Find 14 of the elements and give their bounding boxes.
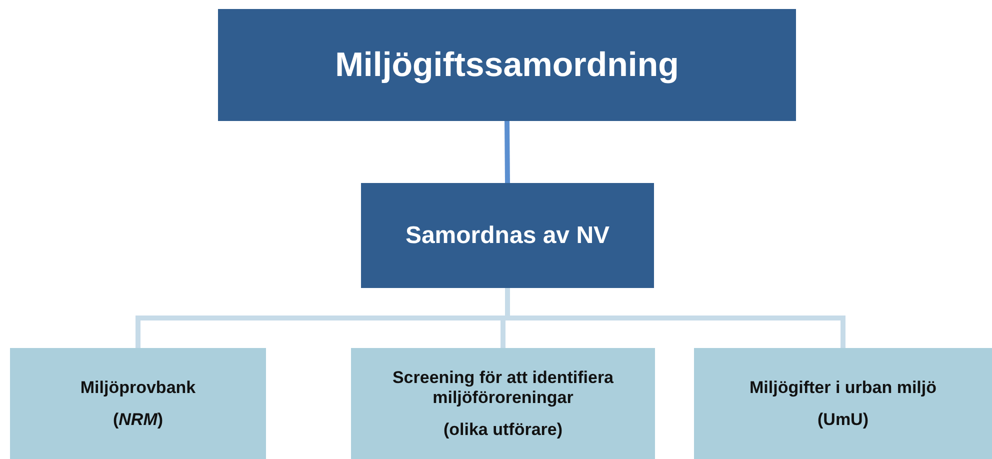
node-label: Samordnas av NV <box>405 222 610 250</box>
process-box <box>694 348 992 459</box>
node-subtext: (NRM) <box>112 410 164 430</box>
node-label: Miljögiftssamordning <box>335 46 679 84</box>
node-subtext: (UmU) <box>818 410 868 430</box>
node-subtext: (olika utförare) <box>443 420 563 440</box>
node-label: Miljögifter i urban miljö <box>750 378 936 398</box>
connector-line <box>504 120 510 184</box>
title-box <box>218 9 796 121</box>
process-box <box>10 348 266 459</box>
node-label: Miljöprovbank <box>80 378 196 398</box>
node-label: Screening för att identifiera miljöföroreningar <box>391 368 615 408</box>
process-box <box>361 183 654 288</box>
process-box <box>351 348 655 459</box>
